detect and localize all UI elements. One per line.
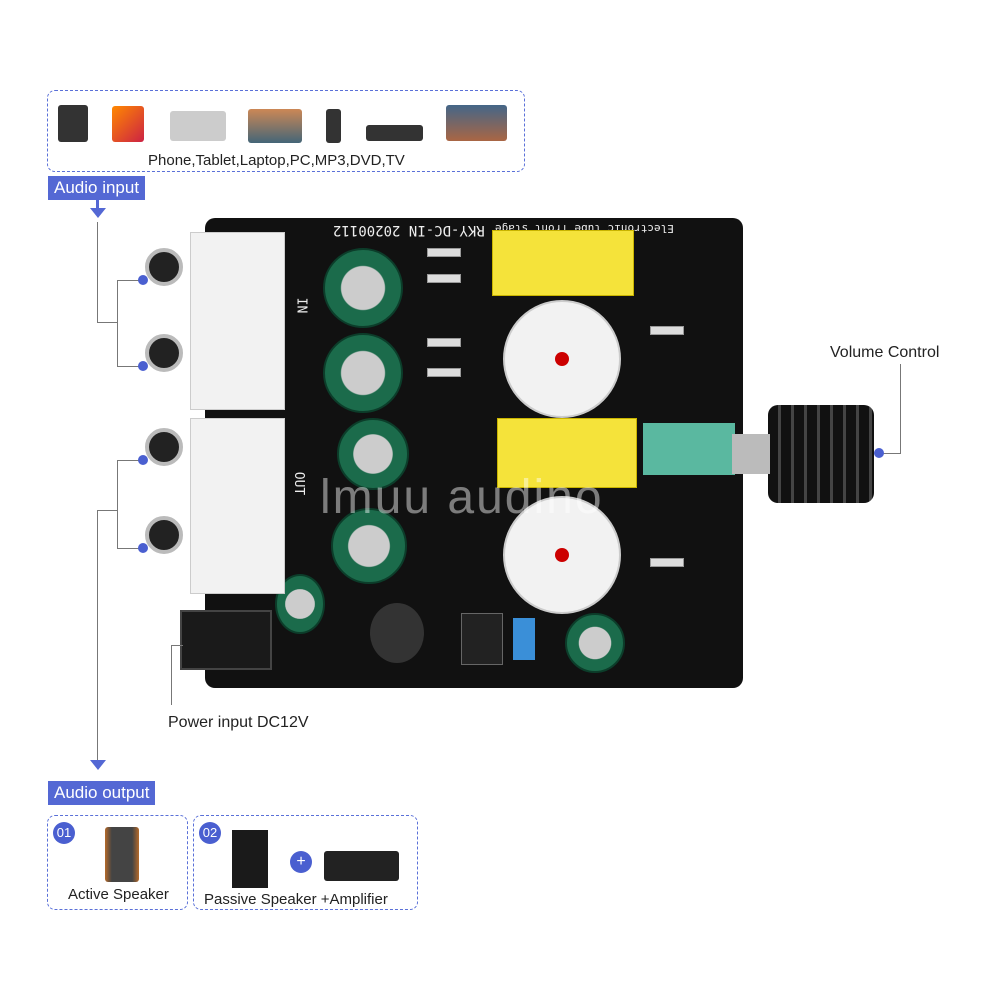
input-dot (138, 275, 148, 285)
output-label: Active Speaker (68, 886, 169, 903)
capacitor (337, 418, 409, 490)
rca-jack-out1 (145, 428, 183, 466)
board-out: OUT (291, 471, 307, 496)
volume-leader (900, 364, 901, 454)
yellow-capacitor (497, 418, 637, 488)
input-bracket (97, 322, 117, 323)
capacitor (323, 333, 403, 413)
inductor (370, 603, 424, 663)
capacitor (331, 508, 407, 584)
output-arrow-icon (90, 760, 106, 770)
rca-jack-in1 (145, 248, 183, 286)
output-bracket (97, 510, 98, 760)
input-arrow-line (96, 198, 99, 210)
output-jack-block (190, 418, 285, 594)
resistor (427, 274, 461, 283)
potentiometer (643, 423, 735, 475)
resistor (427, 248, 461, 257)
output-dot (138, 455, 148, 465)
mp3-icon (326, 109, 341, 143)
output-bracket (117, 460, 147, 461)
capacitor (323, 248, 403, 328)
laptop-icon (170, 111, 226, 141)
output-bracket (117, 460, 118, 548)
tube-socket (503, 300, 621, 418)
dc-jack (180, 610, 272, 670)
passive-speaker-icon (232, 830, 268, 888)
rca-jack-out2 (145, 516, 183, 554)
input-dot (138, 361, 148, 371)
volume-dot (874, 448, 884, 458)
input-devices-panel: Phone,Tablet,Laptop,PC,MP3,DVD,TV (47, 90, 525, 172)
output-option-2: 02 + Passive Speaker +Amplifier (193, 815, 418, 910)
output-option-1: 01 Active Speaker (47, 815, 188, 910)
power-leader (171, 645, 172, 705)
resistor (650, 326, 684, 335)
input-bracket (97, 222, 98, 322)
resistor (427, 338, 461, 347)
output-dot (138, 543, 148, 553)
resistor (650, 558, 684, 567)
tube-preamp-board: RKY-DC-IN 20200112 Electronic tube front… (205, 218, 743, 688)
yellow-capacitor (492, 230, 634, 296)
input-bracket (117, 366, 147, 367)
board-in: IN (293, 297, 309, 314)
input-bracket (117, 280, 147, 281)
phone-icon (58, 105, 88, 142)
amplifier-icon (324, 851, 399, 881)
output-bracket (117, 548, 147, 549)
option-number: 02 (199, 822, 221, 844)
dvd-icon (366, 125, 423, 141)
watermark: lmuu audino (320, 471, 604, 524)
active-speaker-icon (105, 827, 139, 882)
volume-control-label: Volume Control (830, 344, 940, 361)
board-model: RKY-DC-IN 20200112 (333, 222, 485, 238)
knob-shaft (732, 434, 770, 474)
input-devices-caption: Phone,Tablet,Laptop,PC,MP3,DVD,TV (148, 152, 405, 169)
capacitor (565, 613, 625, 673)
power-leader (171, 645, 183, 646)
input-jack-block (190, 232, 285, 410)
option-number: 01 (53, 822, 75, 844)
ic-chip (461, 613, 503, 665)
box-capacitor (513, 618, 535, 660)
pc-icon (248, 109, 302, 143)
plus-icon: + (290, 851, 312, 873)
output-label: Passive Speaker +Amplifier (204, 891, 388, 908)
tube-socket (503, 496, 621, 614)
volume-knob[interactable] (768, 405, 874, 503)
output-bracket (97, 510, 117, 511)
input-arrow-icon (90, 208, 106, 218)
rca-jack-in2 (145, 334, 183, 372)
audio-input-label: Audio input (48, 176, 146, 200)
power-input-label: Power input DC12V (168, 714, 309, 731)
volume-leader (880, 453, 900, 454)
tv-icon (446, 105, 507, 141)
capacitor (275, 574, 325, 634)
audio-output-label: Audio output (48, 781, 156, 805)
input-bracket (117, 280, 118, 366)
tablet-icon (112, 106, 144, 142)
resistor (427, 368, 461, 377)
